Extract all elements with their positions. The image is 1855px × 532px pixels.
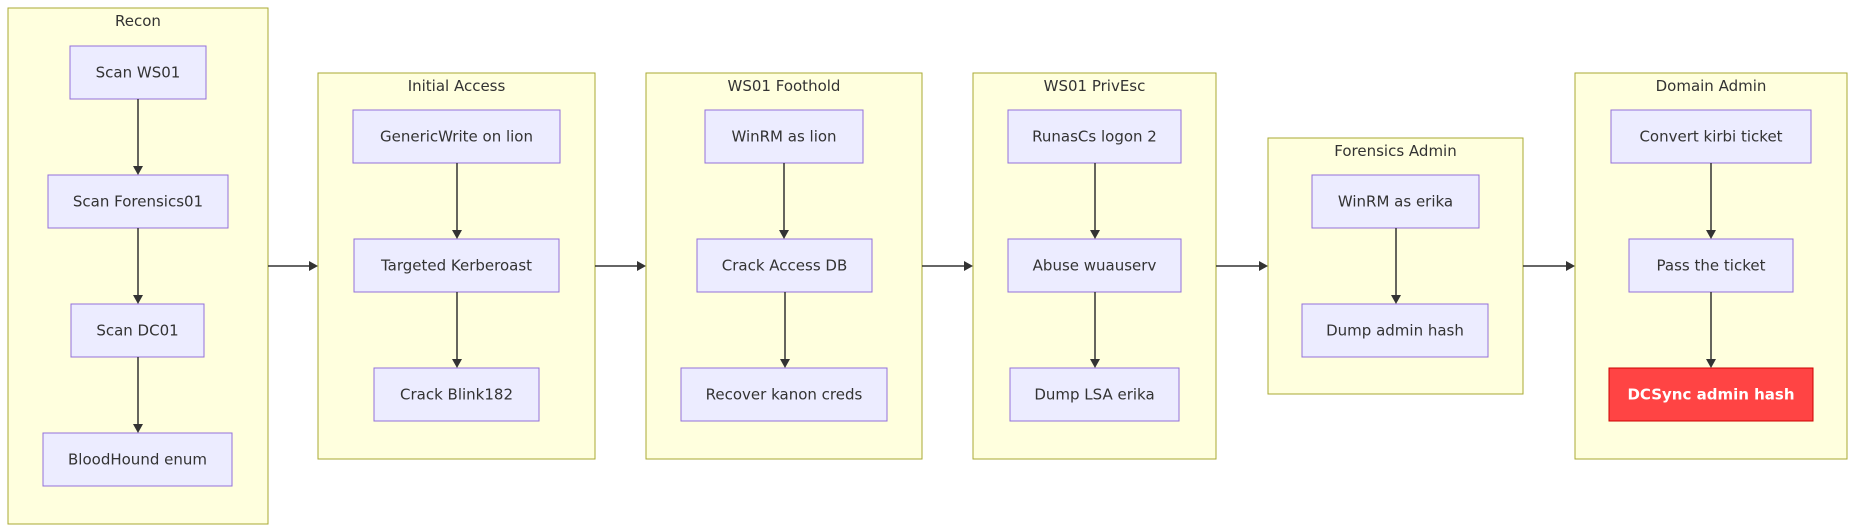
node-label: Scan WS01: [96, 64, 181, 82]
edge-scan-dc01-to-bloodhound-enum: [133, 357, 143, 433]
arrow-head: [637, 261, 646, 271]
arrow-head: [133, 166, 143, 175]
node-label: Pass the ticket: [1657, 257, 1766, 275]
node-box: [1301, 303, 1489, 358]
node-dump-lsa-erika[interactable]: Dump LSA erika: [1009, 367, 1180, 422]
arrow-head: [133, 295, 143, 304]
node-label: Scan DC01: [96, 322, 178, 340]
node-genericwrite-on-lion[interactable]: GenericWrite on lion: [352, 109, 561, 164]
edge-pass-the-ticket-to-dcsync-admin-hash: [1706, 292, 1716, 368]
arrow-head: [964, 261, 973, 271]
arrow-head: [780, 359, 790, 368]
node-label: RunasCs logon 2: [1032, 128, 1157, 146]
node-box: [352, 109, 561, 164]
node-box: [47, 174, 229, 229]
edge-forensics-admin-to-domain-admin: [1523, 261, 1575, 271]
node-label: Dump LSA erika: [1034, 386, 1154, 404]
node-winrm-as-erika[interactable]: WinRM as erika: [1311, 174, 1480, 229]
edges-layer: [133, 99, 1716, 433]
node-scan-forensics01[interactable]: Scan Forensics01: [47, 174, 229, 229]
node-box: [70, 303, 205, 358]
node-box: [1608, 367, 1814, 422]
arrow-head: [1391, 295, 1401, 304]
edge-ws01-privesc-to-forensics-admin: [1216, 261, 1268, 271]
node-box: [42, 432, 233, 487]
node-convert-kirbi-ticket[interactable]: Convert kirbi ticket: [1610, 109, 1812, 164]
node-scan-dc01[interactable]: Scan DC01: [70, 303, 205, 358]
arrow-head: [1090, 359, 1100, 368]
cluster-title: Initial Access: [408, 77, 506, 95]
edge-ws01-foothold-to-ws01-privesc: [922, 261, 973, 271]
node-label: DCSync admin hash: [1627, 386, 1794, 404]
node-box: [1007, 238, 1182, 293]
edge-recon-to-initial-access: [268, 261, 318, 271]
arrow-head: [1706, 359, 1716, 368]
node-targeted-kerberoast[interactable]: Targeted Kerberoast: [353, 238, 560, 293]
cluster-title: Recon: [115, 12, 161, 30]
arrow-head: [452, 359, 462, 368]
arrow-head: [133, 424, 143, 433]
edge-initial-access-to-ws01-foothold: [595, 261, 646, 271]
node-label: GenericWrite on lion: [380, 128, 533, 146]
node-box: [680, 367, 888, 422]
node-label: Crack Blink182: [400, 386, 513, 404]
node-label: WinRM as erika: [1338, 193, 1453, 211]
node-pass-the-ticket[interactable]: Pass the ticket: [1628, 238, 1794, 293]
node-box: [353, 238, 560, 293]
node-crack-access-db[interactable]: Crack Access DB: [696, 238, 873, 293]
node-crack-blink182[interactable]: Crack Blink182: [373, 367, 540, 422]
node-abuse-wuauserv[interactable]: Abuse wuauserv: [1007, 238, 1182, 293]
node-label: Convert kirbi ticket: [1639, 128, 1782, 146]
edge-targeted-kerberoast-to-crack-blink182: [452, 292, 462, 368]
edge-winrm-as-erika-to-dump-admin-hash: [1391, 228, 1401, 304]
arrow-head: [309, 261, 318, 271]
cluster-title: WS01 Foothold: [728, 77, 841, 95]
cluster-title: WS01 PrivEsc: [1044, 77, 1146, 95]
node-recover-kanon-creds[interactable]: Recover kanon creds: [680, 367, 888, 422]
node-label: Abuse wuauserv: [1033, 257, 1157, 275]
edge-genericwrite-on-lion-to-targeted-kerberoast: [452, 163, 462, 239]
node-label: Scan Forensics01: [73, 193, 203, 211]
node-label: BloodHound enum: [68, 451, 207, 469]
node-box: [373, 367, 540, 422]
cluster-title: Domain Admin: [1656, 77, 1767, 95]
edge-winrm-as-lion-to-crack-access-db: [779, 163, 789, 239]
node-box: [1007, 109, 1182, 164]
edge-scan-ws01-to-scan-forensics01: [133, 99, 143, 175]
node-runascs-logon-2[interactable]: RunasCs logon 2: [1007, 109, 1182, 164]
edge-abuse-wuauserv-to-dump-lsa-erika: [1090, 292, 1100, 368]
arrow-head: [1566, 261, 1575, 271]
arrow-head: [452, 230, 462, 239]
node-label: Targeted Kerberoast: [380, 257, 532, 275]
node-dcsync-admin-hash[interactable]: DCSync admin hash: [1608, 367, 1814, 422]
node-label: Crack Access DB: [722, 257, 848, 275]
node-bloodhound-enum[interactable]: BloodHound enum: [42, 432, 233, 487]
edge-runascs-logon-2-to-abuse-wuauserv: [1090, 163, 1100, 239]
node-winrm-as-lion[interactable]: WinRM as lion: [704, 109, 864, 164]
arrow-head: [1706, 230, 1716, 239]
node-box: [1009, 367, 1180, 422]
node-box: [1610, 109, 1812, 164]
edge-crack-access-db-to-recover-kanon-creds: [780, 292, 790, 368]
node-label: WinRM as lion: [731, 128, 836, 146]
node-label: Dump admin hash: [1326, 322, 1464, 340]
node-box: [1311, 174, 1480, 229]
node-box: [1628, 238, 1794, 293]
cluster-title: Forensics Admin: [1334, 142, 1456, 160]
node-scan-ws01[interactable]: Scan WS01: [69, 45, 207, 100]
edge-scan-forensics01-to-scan-dc01: [133, 228, 143, 304]
node-label: Recover kanon creds: [706, 386, 863, 404]
node-dump-admin-hash[interactable]: Dump admin hash: [1301, 303, 1489, 358]
arrow-head: [1090, 230, 1100, 239]
arrow-head: [1259, 261, 1268, 271]
edge-convert-kirbi-ticket-to-pass-the-ticket: [1706, 163, 1716, 239]
arrow-head: [779, 230, 789, 239]
